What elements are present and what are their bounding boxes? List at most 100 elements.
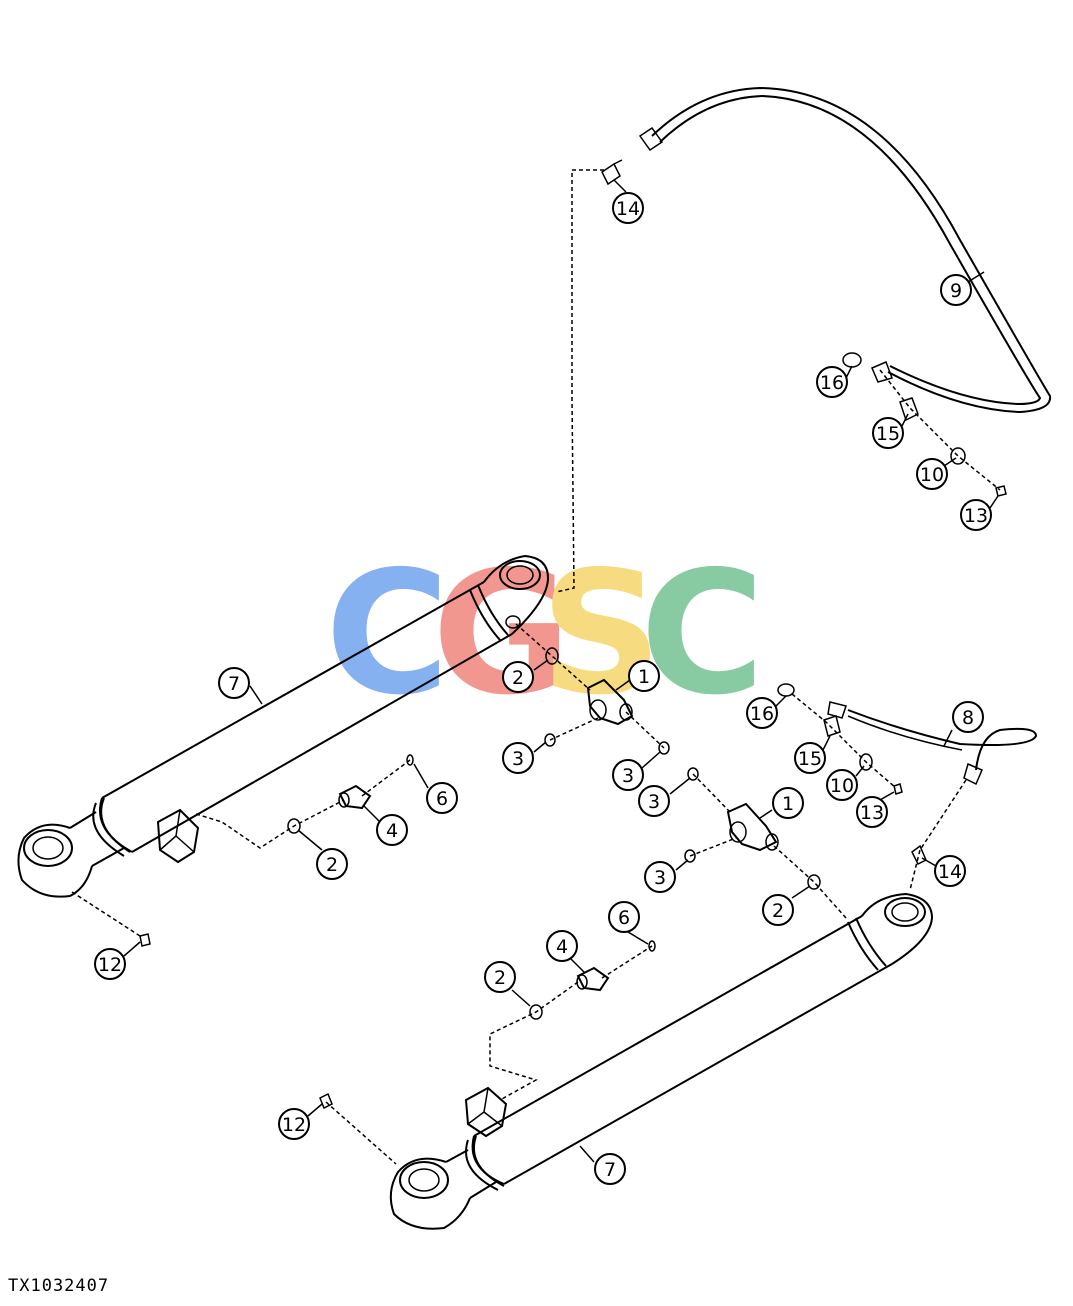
document-id: TX1032407	[8, 1276, 110, 1296]
callout-circle	[94, 948, 126, 980]
callout-circle	[794, 742, 826, 774]
callout-c6: 13	[960, 499, 992, 531]
callout-c22: 1	[772, 787, 804, 819]
callout-number: 3	[622, 765, 634, 787]
assembly-lines	[71, 169, 1001, 1165]
callout-c23: 3	[644, 861, 676, 893]
callout-c7: 7	[218, 667, 250, 699]
callout-c1: 14	[612, 192, 644, 224]
upper-cylinder	[17, 554, 550, 898]
callout-c15: 12	[94, 948, 126, 980]
callout-c2: 9	[940, 274, 972, 306]
callout-c13: 4	[376, 814, 408, 846]
watermark-letter-c2: C	[640, 535, 765, 733]
callout-number: 13	[964, 505, 988, 527]
callout-circle	[934, 855, 966, 887]
callout-circle	[502, 742, 534, 774]
callout-number: 7	[604, 1159, 616, 1181]
callout-circle	[316, 848, 348, 880]
lower-cylinder	[389, 892, 934, 1230]
callout-circle	[644, 861, 676, 893]
callout-c29: 12	[278, 1108, 310, 1140]
callout-number: 16	[750, 703, 774, 725]
callout-number: 16	[820, 372, 844, 394]
watermark: C G S C	[325, 535, 765, 733]
callout-circle	[772, 787, 804, 819]
callout-c27: 4	[546, 930, 578, 962]
callout-circle	[502, 661, 534, 693]
callout-circle	[612, 192, 644, 224]
callout-number: 7	[228, 673, 240, 695]
callout-circle	[952, 701, 984, 733]
callout-c14: 2	[316, 848, 348, 880]
callout-c12: 6	[426, 782, 458, 814]
callout-c28: 2	[484, 961, 516, 993]
callout-c4: 15	[872, 417, 904, 449]
callout-number: 1	[782, 793, 794, 815]
callout-c26: 6	[608, 901, 640, 933]
callout-circle	[218, 667, 250, 699]
callout-circle	[746, 697, 778, 729]
callout-circle	[484, 961, 516, 993]
callout-number: 13	[860, 802, 884, 824]
callout-c21: 3	[638, 785, 670, 817]
callout-number: 6	[618, 907, 630, 929]
callout-circle	[628, 660, 660, 692]
callout-circle	[816, 366, 848, 398]
leader-lines	[123, 179, 999, 1163]
callout-number: 12	[282, 1114, 306, 1136]
fittings	[139, 159, 1007, 1110]
callout-number: 15	[798, 748, 822, 770]
callout-number: 12	[98, 954, 122, 976]
callout-circle	[940, 274, 972, 306]
callout-c24: 14	[934, 855, 966, 887]
callout-c16: 16	[746, 697, 778, 729]
callout-circle	[376, 814, 408, 846]
callout-c30: 7	[594, 1153, 626, 1185]
callout-c19: 10	[826, 769, 858, 801]
callout-c20: 13	[856, 796, 888, 828]
callout-circle	[826, 769, 858, 801]
callout-number: 1	[638, 666, 650, 688]
callout-number: 2	[772, 900, 784, 922]
callout-c25: 2	[762, 894, 794, 926]
callout-circle	[856, 796, 888, 828]
callout-number: 14	[938, 861, 962, 883]
callout-number: 3	[654, 867, 666, 889]
callout-c3: 16	[816, 366, 848, 398]
callout-c17: 8	[952, 701, 984, 733]
callout-circle	[546, 930, 578, 962]
hose-9	[638, 86, 1052, 414]
callout-number: 2	[494, 967, 506, 989]
callout-number: 15	[876, 423, 900, 445]
callout-number: 3	[512, 748, 524, 770]
callout-circle	[872, 417, 904, 449]
callout-circle	[594, 1153, 626, 1185]
callout-number: 6	[436, 788, 448, 810]
callout-c18: 15	[794, 742, 826, 774]
callout-number: 3	[648, 791, 660, 813]
callout-circle	[960, 499, 992, 531]
callout-number: 4	[386, 820, 398, 842]
callout-c5: 10	[916, 458, 948, 490]
callout-number: 4	[556, 936, 568, 958]
callout-circle	[608, 901, 640, 933]
callout-c9: 1	[628, 660, 660, 692]
callout-circle	[278, 1108, 310, 1140]
callout-c10: 3	[502, 742, 534, 774]
callout-number: 10	[920, 464, 944, 486]
callout-circle	[612, 759, 644, 791]
hose-8	[827, 701, 1038, 786]
callout-circle	[426, 782, 458, 814]
callout-number: 10	[830, 775, 854, 797]
callout-number: 2	[512, 667, 524, 689]
callout-number: 9	[950, 280, 962, 302]
callout-number: 8	[962, 707, 974, 729]
callout-number: 14	[616, 198, 640, 220]
callout-c11: 3	[612, 759, 644, 791]
callout-c8: 2	[502, 661, 534, 693]
callout-circle	[916, 458, 948, 490]
